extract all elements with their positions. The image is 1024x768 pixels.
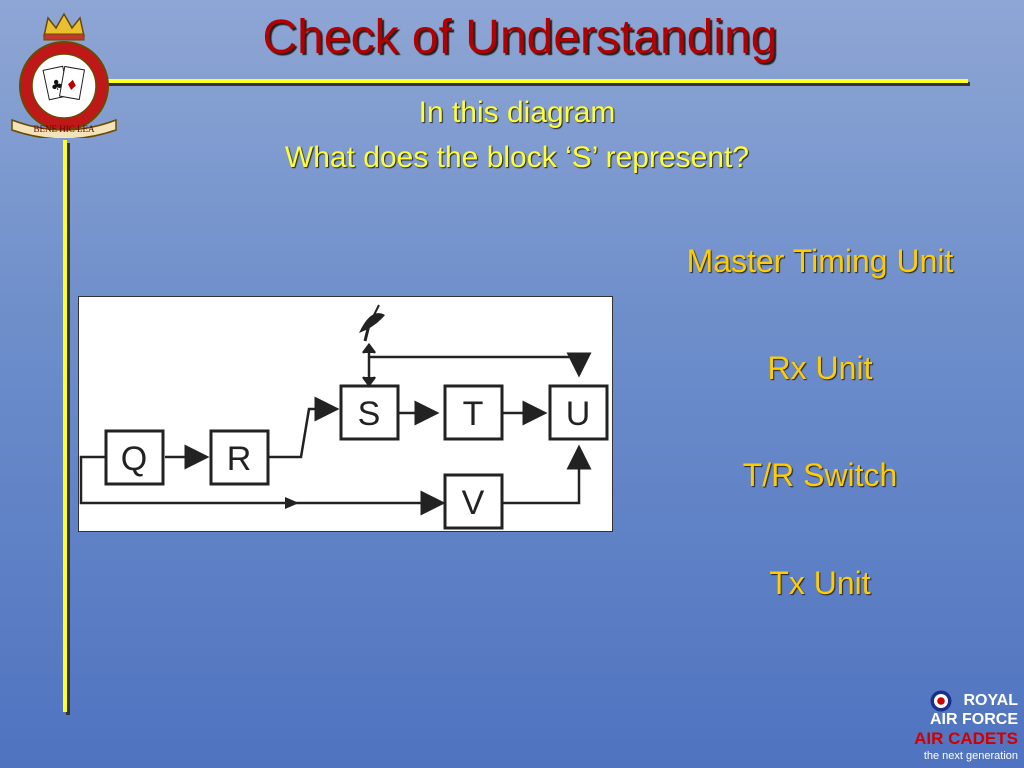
svg-text:♦: ♦	[64, 77, 79, 95]
title-rule-shadow	[66, 82, 970, 86]
answer-option-master-timing-unit[interactable]: Master Timing Unit	[686, 243, 954, 279]
answer-option-rx-unit[interactable]: Rx Unit	[767, 350, 873, 386]
side-rule-shadow	[66, 143, 70, 715]
roundel-icon	[930, 690, 952, 712]
raf-logo-line1: ROYAL	[963, 692, 1018, 709]
block-s-label: S	[358, 395, 381, 433]
side-rule	[63, 140, 67, 712]
block-q	[104, 429, 165, 486]
block-t	[443, 384, 504, 441]
block-diagram: Q R S T U V	[78, 296, 613, 532]
block-u	[548, 384, 609, 441]
block-t-label: T	[463, 395, 484, 433]
raf-logo-tagline: the next generation	[923, 750, 1018, 762]
raf-logo-line2: AIR FORCE	[930, 711, 1018, 728]
block-r-label: R	[227, 440, 252, 478]
question-line-2: What does the block ‘S’ represent?	[284, 141, 750, 174]
squadron-badge-logo: ♣ ♦ BENE HIC LEA	[11, 12, 117, 138]
block-diagram-svg: Q R S T U V	[79, 304, 609, 530]
block-q-label: Q	[121, 440, 147, 478]
title-rule	[64, 79, 968, 83]
block-u-label: U	[566, 395, 591, 433]
block-v	[443, 473, 504, 530]
raf-air-cadets-logo: ROYAL AIR FORCE AIR CADETS the next gene…	[900, 684, 1024, 768]
block-v-label: V	[462, 484, 485, 522]
block-s	[339, 384, 400, 441]
question-line-1: In this diagram	[418, 96, 616, 129]
antenna-icon	[359, 304, 385, 342]
block-r	[209, 429, 270, 486]
raf-logo-line3: AIR CADETS	[914, 729, 1018, 748]
badge-motto: BENE HIC LEA	[34, 124, 95, 134]
answer-option-tx-unit[interactable]: Tx Unit	[769, 565, 871, 601]
answer-option-tr-switch[interactable]: T/R Switch	[742, 457, 898, 493]
slide-title: Check of Understanding	[262, 11, 778, 64]
